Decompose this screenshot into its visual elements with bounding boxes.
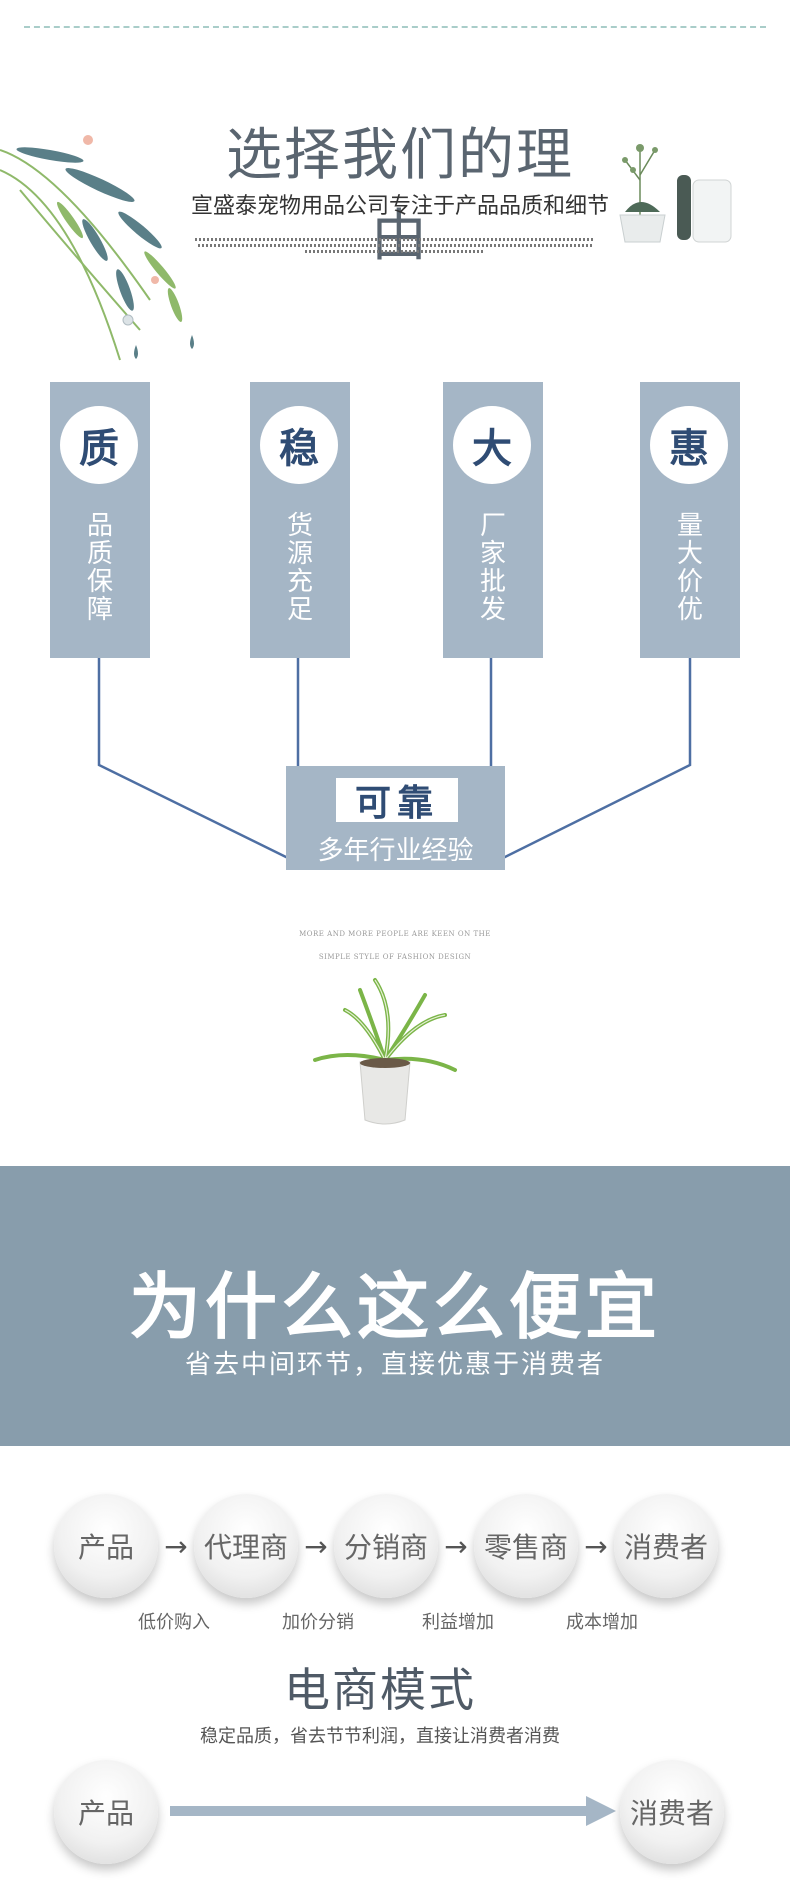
leaf-decoration (0, 135, 194, 361)
chain-node-product: 产品 (54, 1494, 158, 1598)
page-subtitle: 宣盛泰宠物用品公司专注于产品品质和细节 (190, 194, 609, 219)
reliable-title: 可靠 (336, 778, 458, 824)
pillar-badge: 惠 (650, 406, 728, 484)
ecommerce-node-product: 产品 (54, 1760, 158, 1864)
chain-node-distributor: 分销商 (334, 1494, 438, 1598)
vase-plant-image (619, 144, 732, 243)
chain-node-consumer: 消费者 (614, 1494, 718, 1598)
pillar-badge: 质 (60, 406, 138, 484)
pillar-quality: 质 品质保障 (50, 382, 150, 658)
chain-note: 低价购入 (138, 1612, 210, 1633)
chain-note: 加价分销 (282, 1612, 354, 1633)
chain-note: 成本增加 (566, 1612, 638, 1633)
arrow-right-icon: → (584, 1529, 608, 1563)
arrow-right-icon: → (444, 1529, 468, 1563)
english-tagline-1: MORE AND MORE PEOPLE ARE KEEN ON THE (299, 930, 491, 938)
page-title: 选择我们的理由 (226, 123, 574, 269)
chain-node-retailer: 零售商 (474, 1494, 578, 1598)
pillar-badge: 大 (453, 406, 531, 484)
fine-print-line (305, 250, 485, 253)
pillar-label: 厂家批发 (479, 511, 506, 625)
reliable-subtitle: 多年行业经验 (317, 836, 474, 866)
reliable-box: 可靠 多年行业经验 (286, 766, 505, 870)
pillar-label: 品质保障 (86, 511, 113, 625)
arrow-right-icon: → (164, 1529, 188, 1563)
pillar-label: 量大价优 (676, 511, 703, 625)
arrow-right-icon: → (304, 1529, 328, 1563)
ecommerce-title: 电商模式 (284, 1663, 476, 1717)
pillar-factory: 大 厂家批发 (443, 382, 543, 658)
top-divider (24, 26, 766, 28)
banner-title: 为什么这么便宜 (128, 1265, 661, 1349)
pillar-stable: 稳 货源充足 (250, 382, 350, 658)
potted-plant-image (313, 978, 457, 1125)
ecommerce-node-consumer: 消费者 (620, 1760, 724, 1864)
why-cheap-banner: 为什么这么便宜 省去中间环节，直接优惠于消费者 (0, 1166, 790, 1446)
fine-print-line (195, 238, 595, 241)
banner-subtitle: 省去中间环节，直接优惠于消费者 (184, 1350, 605, 1380)
pillar-badge: 稳 (260, 406, 338, 484)
distribution-chain: 产品 → 代理商 → 分销商 → 零售商 → 消费者 (54, 1494, 718, 1598)
arrow-head-icon (586, 1796, 616, 1826)
chain-note: 利益增加 (422, 1612, 494, 1633)
connector-lines (97, 658, 692, 860)
english-tagline-2: SIMPLE STYLE OF FASHION DESIGN (318, 953, 472, 961)
fine-print-line (198, 244, 594, 247)
pillar-value: 惠 量大价优 (640, 382, 740, 658)
direct-arrow-bar (170, 1806, 590, 1816)
ecommerce-subtitle: 稳定品质，省去节节利润，直接让消费者消费 (200, 1726, 560, 1747)
chain-node-agent: 代理商 (194, 1494, 298, 1598)
pillar-label: 货源充足 (286, 511, 313, 625)
